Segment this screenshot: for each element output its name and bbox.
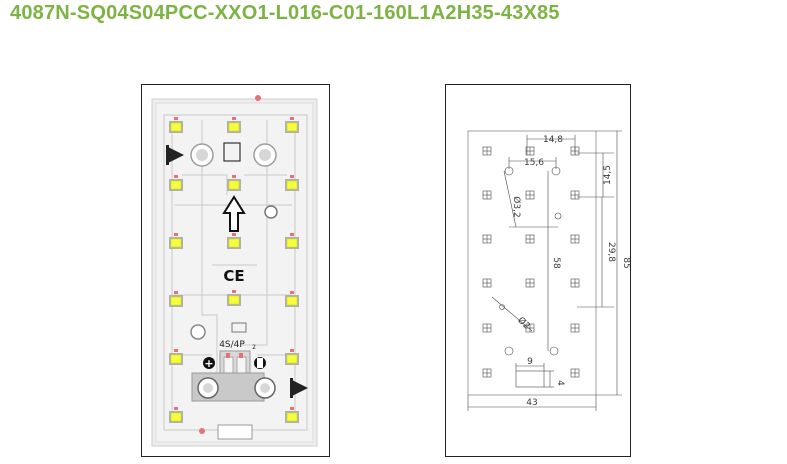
hole-bottom-right <box>549 346 559 356</box>
technical-drawing-frame: 14,8 15,6 14,5 Ø3,2 29,8 58 85 Ø2 9 4 43 <box>445 84 631 457</box>
led <box>227 117 241 133</box>
center-chip-mark <box>223 142 241 162</box>
led <box>227 290 241 306</box>
dimension-drawing: 14,8 15,6 14,5 Ø3,2 29,8 58 85 Ø2 9 4 43 <box>467 130 630 411</box>
led <box>169 117 183 133</box>
led <box>285 233 299 249</box>
led <box>285 291 299 307</box>
dim-15-6: 15,6 <box>524 158 544 168</box>
svg-text:+: + <box>204 357 213 370</box>
product-title: 4087N-SQ04S04PCC-XXO1-L016-C01-160L1A2H3… <box>10 2 560 24</box>
led <box>227 233 241 249</box>
led <box>285 175 299 191</box>
dim-29-8: 29,8 <box>606 242 616 262</box>
led <box>169 233 183 249</box>
led <box>285 349 299 365</box>
led-footprints <box>482 146 580 378</box>
esd-symbol-bottom <box>290 378 308 398</box>
ce-mark: CE <box>223 267 244 285</box>
plus-terminal-icon: + <box>203 357 215 370</box>
dim-dia-3-2: Ø3,2 <box>511 196 522 217</box>
switch-side-label: 2 <box>252 344 256 351</box>
hole-small-2 <box>499 304 505 310</box>
label-sticker <box>217 424 253 440</box>
hole-bottom-left <box>504 346 514 356</box>
led <box>285 117 299 133</box>
small-component <box>231 322 247 333</box>
dim-4: 4 <box>555 380 565 386</box>
product-photo-frame: CE 4S/4P 2 + <box>141 84 330 457</box>
led <box>169 175 183 191</box>
led-array <box>169 117 299 423</box>
led <box>169 349 183 365</box>
connector-outline <box>515 370 545 388</box>
mounting-holes <box>190 95 278 434</box>
led <box>169 407 183 423</box>
arrow-up-icon <box>222 195 246 232</box>
minus-terminal-icon <box>254 357 266 369</box>
dim-43: 43 <box>526 398 537 408</box>
led <box>285 407 299 423</box>
dim-14-8: 14,8 <box>543 135 563 145</box>
dim-58: 58 <box>551 257 561 269</box>
led <box>169 291 183 307</box>
dim-14-5: 14,5 <box>603 165 613 185</box>
led <box>227 175 241 191</box>
switch-label: 4S/4P <box>219 340 245 350</box>
led-module-photo: CE 4S/4P 2 + <box>151 95 318 447</box>
dim-85: 85 <box>621 257 630 268</box>
dim-9: 9 <box>527 357 533 367</box>
hole-small <box>554 212 562 220</box>
board-outline <box>467 130 597 396</box>
esd-symbol-top <box>166 145 184 165</box>
